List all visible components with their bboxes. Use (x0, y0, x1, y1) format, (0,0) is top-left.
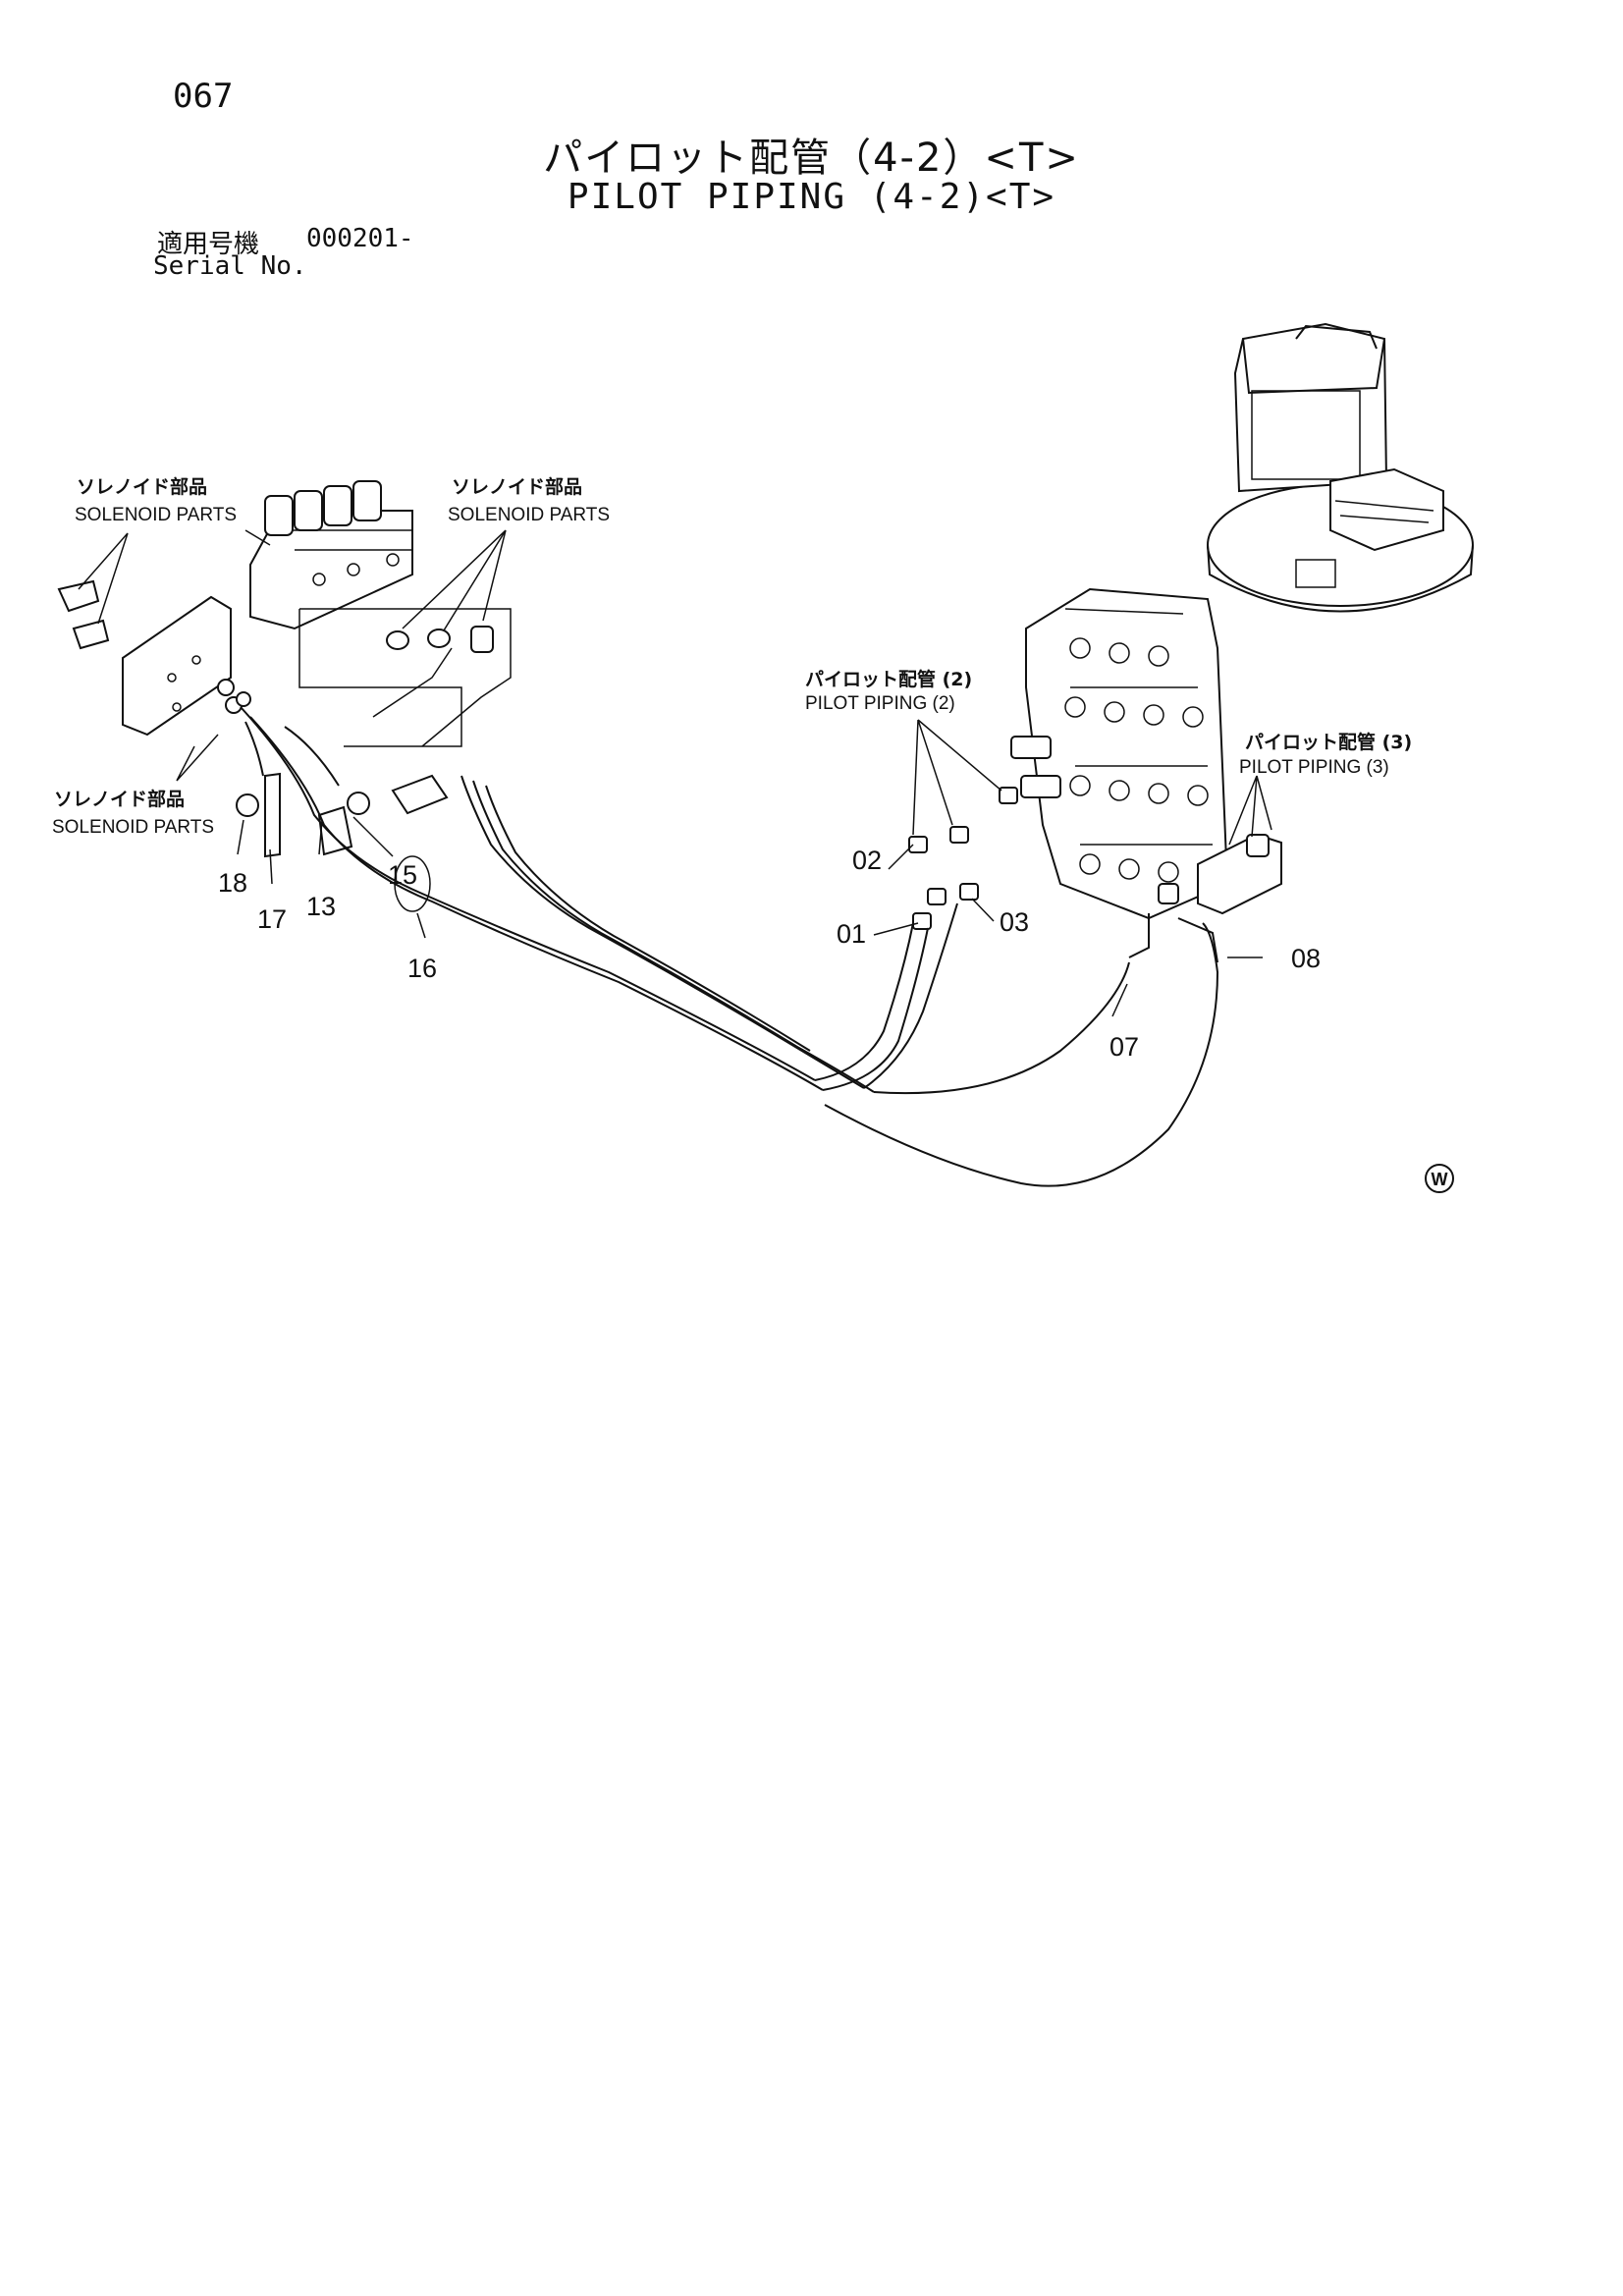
part-number-07: 07 (1109, 1032, 1139, 1062)
solenoid-parts-bottom-left-label-en: SOLENOID PARTS (52, 817, 214, 838)
solenoid-parts-bottom-left-label-jp: ソレノイド部品 (54, 788, 185, 810)
solenoid-fittings-top (386, 626, 494, 653)
pilot-piping-3-label-en: PILOT PIPING (3) (1239, 757, 1389, 778)
pilot-piping-3-block (1158, 833, 1282, 915)
fittings-01-02-03 (908, 787, 1018, 930)
serial-label-english: Serial No. (153, 251, 307, 281)
excavator-upper-structure (1207, 322, 1474, 613)
control-valve (1010, 587, 1229, 920)
solenoid-parts-top-right-label-jp: ソレノイド部品 (452, 475, 582, 498)
serial-label-japanese: 適用号機 (157, 230, 260, 259)
part-number-16: 16 (407, 954, 437, 983)
leader-lines (78, 529, 1272, 1017)
clamp-parts (236, 772, 449, 912)
solenoid-parts-top-left-label-en: SOLENOID PARTS (75, 505, 237, 525)
part-number-01: 01 (837, 919, 866, 949)
title-english: PILOT PIPING (4-2)<T> (567, 177, 1056, 217)
part-number-18: 18 (218, 868, 247, 898)
title-japanese: パイロット配管（4-2）<T> (543, 136, 1080, 181)
bracket-plate (57, 579, 251, 737)
pilot-piping-2-label-jp: パイロット配管 (2) (805, 668, 972, 690)
pilot-piping-2-label-en: PILOT PIPING (2) (805, 693, 955, 714)
part-number-08: 08 (1291, 944, 1321, 973)
circled-w-mark: W (1425, 1164, 1454, 1193)
part-number-02: 02 (852, 846, 882, 875)
hoses (240, 608, 1219, 1187)
part-number-13: 13 (306, 892, 336, 921)
serial-number-value: 000201- (306, 224, 414, 253)
part-number-03: 03 (1000, 907, 1029, 937)
pilot-piping-3-label-jp: パイロット配管 (3) (1245, 731, 1412, 753)
solenoid-valve-block-left (249, 480, 413, 630)
page-number: 067 (173, 77, 234, 116)
part-number-15: 15 (388, 860, 417, 890)
circled-w-letter: W (1432, 1170, 1448, 1189)
solenoid-parts-top-left-label-jp: ソレノイド部品 (77, 475, 207, 498)
solenoid-parts-top-right-label-en: SOLENOID PARTS (448, 505, 610, 525)
part-number-17: 17 (257, 904, 287, 934)
